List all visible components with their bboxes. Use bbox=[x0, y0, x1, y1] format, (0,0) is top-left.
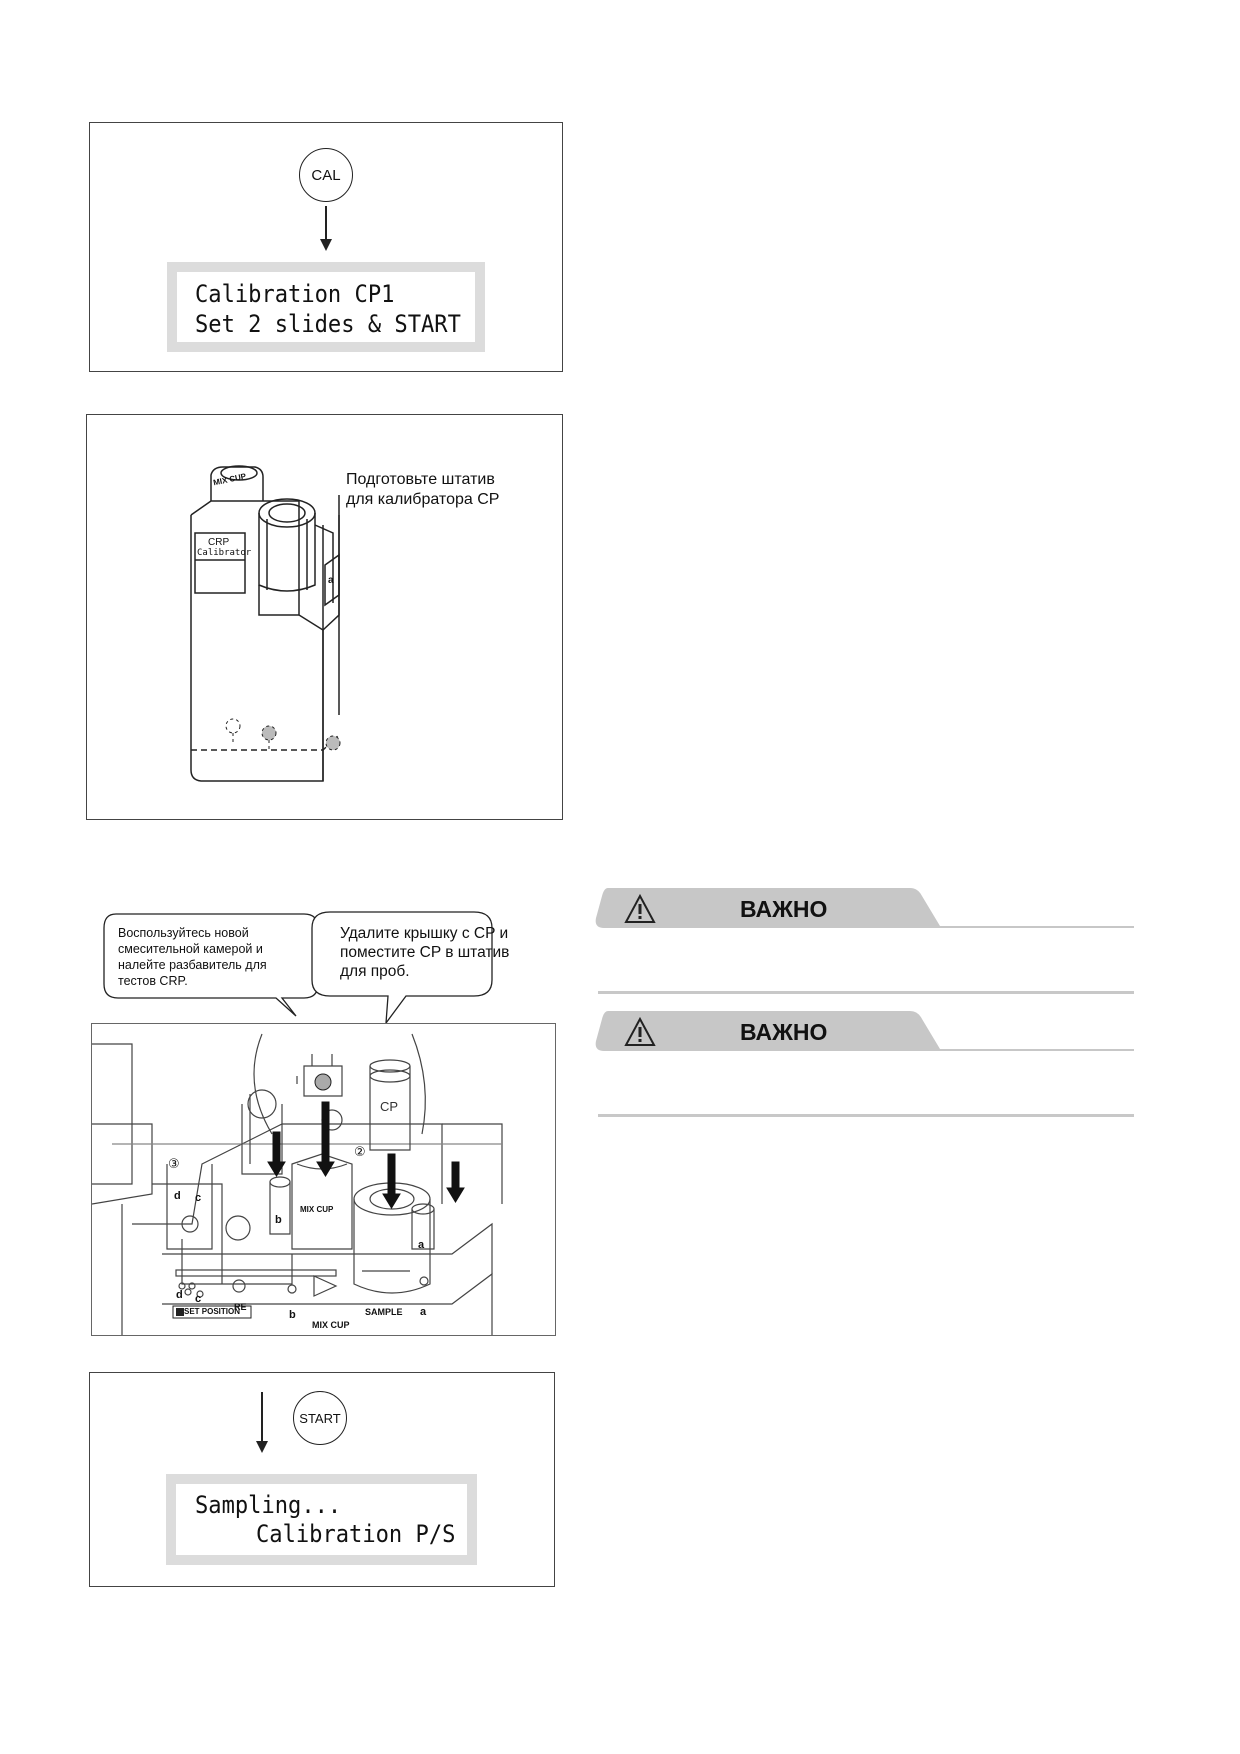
sample-label: SAMPLE bbox=[365, 1307, 403, 1317]
callout-bubbles bbox=[103, 911, 493, 1026]
lcd-line-2: Set 2 slides & START bbox=[195, 310, 461, 338]
instrument-panel: Воспользуйтесь новой смесительной камеро… bbox=[86, 898, 560, 1340]
cal-button[interactable]: CAL bbox=[299, 148, 353, 202]
bubble-right-line-1: Удалите крышку с CP и bbox=[340, 925, 509, 942]
lcd-display: Calibration CP1 Set 2 slides & START bbox=[167, 262, 485, 352]
instrument-illustration-frame: CP MIX CUP MIX CUP SAMPLE RE SET POSITIO… bbox=[91, 1023, 556, 1336]
position-number-2: ② bbox=[354, 1144, 366, 1159]
warning-tab bbox=[595, 888, 1134, 928]
cal-panel: CAL Calibration CP1 Set 2 slides & START bbox=[89, 122, 563, 372]
set-position-label: SET POSITION bbox=[184, 1307, 241, 1316]
slot-c-bottom: c bbox=[195, 1293, 202, 1305]
bubble-left-line-1: Воспользуйтесь новой bbox=[118, 926, 249, 940]
warning-header: ВАЖНО bbox=[592, 1011, 1134, 1051]
warning-title: ВАЖНО bbox=[740, 1019, 828, 1045]
warning-tab bbox=[595, 1011, 1134, 1051]
arrow-head-icon bbox=[256, 1441, 268, 1453]
slot-c-top: c bbox=[195, 1192, 202, 1204]
sampling-panel: START Sampling... Calibration P/S bbox=[89, 1372, 555, 1587]
bubble-right-line-2: поместите CP в штатив bbox=[340, 944, 510, 961]
mix-cup-label-top: MIX CUP bbox=[300, 1205, 334, 1214]
start-button[interactable]: START bbox=[293, 1391, 347, 1445]
rack-panel: Подготовьте штатив для калибратора CP bbox=[86, 414, 563, 820]
rack-caption-line-2: для калибратора CP bbox=[346, 491, 500, 508]
lcd-line-1: Sampling... bbox=[195, 1491, 342, 1519]
rack-caption-line-1: Подготовьте штатив bbox=[346, 471, 495, 488]
slot-a-bottom: a bbox=[420, 1306, 427, 1318]
warning-divider bbox=[598, 1114, 1134, 1117]
warning-header: ВАЖНО bbox=[592, 888, 1134, 928]
warning-divider bbox=[598, 991, 1134, 994]
position-number-3: ③ bbox=[168, 1156, 180, 1171]
bubble-right-line-3: для проб. bbox=[340, 963, 410, 980]
warning-alert-icon bbox=[626, 1017, 654, 1045]
lcd-display: Sampling... Calibration P/S bbox=[166, 1474, 477, 1565]
warning-title: ВАЖНО bbox=[740, 896, 828, 922]
slot-d-bottom: d bbox=[176, 1289, 183, 1301]
re-label-bottom: RE bbox=[234, 1302, 247, 1312]
slot-letter-a: a bbox=[328, 575, 334, 586]
slot-b-top: b bbox=[275, 1214, 282, 1226]
down-arrow-icon bbox=[325, 206, 327, 242]
lcd-line-2: Calibration P/S bbox=[256, 1520, 456, 1548]
instrument-illustration bbox=[92, 1033, 503, 1335]
slot-d-top: d bbox=[174, 1190, 181, 1202]
crp-label-line-2: Calibrator bbox=[197, 548, 252, 558]
bubble-left-line-3: налейте разбавитель для bbox=[118, 958, 267, 972]
slot-a-top: a bbox=[418, 1239, 425, 1251]
arrow-head-icon bbox=[320, 239, 332, 251]
tube-cp-label: CP bbox=[380, 1099, 399, 1114]
bubble-left-line-2: смесительной камерой и bbox=[118, 942, 263, 956]
down-arrow-icon bbox=[261, 1392, 263, 1444]
warning-alert-icon bbox=[626, 894, 654, 922]
crp-label-line-1: CRP bbox=[208, 537, 230, 548]
calibrator-rack-illustration bbox=[190, 465, 341, 782]
lcd-line-1: Calibration CP1 bbox=[195, 280, 395, 308]
slot-b-bottom: b bbox=[289, 1309, 296, 1321]
mix-cup-label-bottom: MIX CUP bbox=[312, 1320, 350, 1330]
bubble-left-line-4: тестов CRP. bbox=[118, 974, 188, 988]
